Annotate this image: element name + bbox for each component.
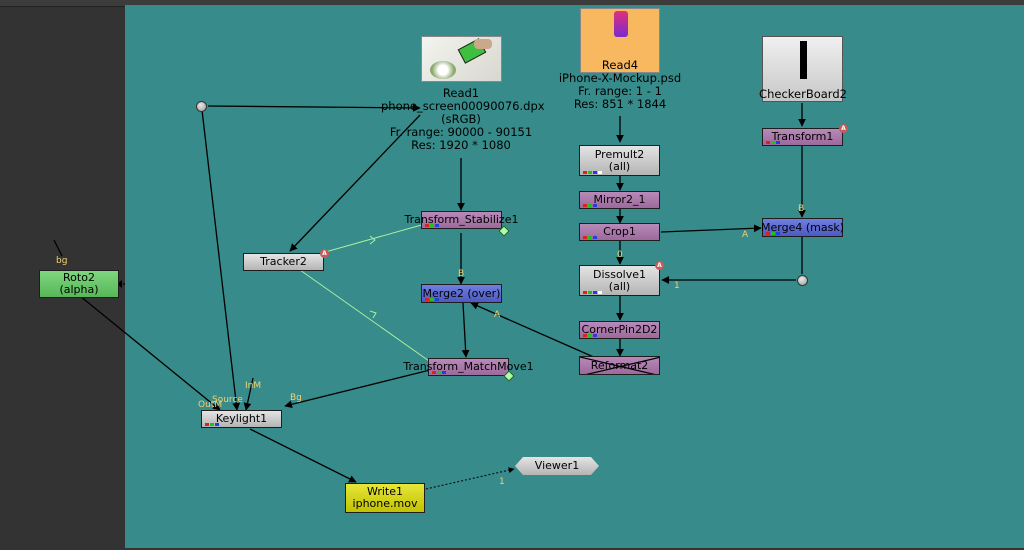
premult2-label: Premult2	[594, 147, 645, 161]
roto2-sub: (alpha)	[59, 283, 99, 296]
read1-pipe-dot[interactable]	[196, 101, 207, 112]
animated-badge-icon: A	[839, 124, 848, 133]
dissolve1-1-input-label: 1	[674, 281, 680, 291]
read1-colorspace: (sRGB)	[441, 112, 481, 126]
merge4-a-input-label: A	[742, 230, 749, 240]
cornerpin2d2-node[interactable]: CornerPin2D2	[579, 321, 660, 339]
write1-label: Write1	[366, 485, 404, 498]
channel-chips	[425, 224, 439, 227]
merge2-node[interactable]: Merge2 (over)	[421, 284, 502, 303]
channel-chips	[205, 423, 219, 426]
merge2-b-input-label: B	[458, 269, 465, 279]
transform-matchmove1-node[interactable]: Transform_MatchMove1	[403, 358, 534, 376]
channel-chips	[766, 232, 780, 235]
keylight1-node[interactable]: Keylight1	[201, 410, 282, 428]
channel-chips	[766, 141, 780, 144]
viewer1-1-input-label: 1	[499, 477, 505, 487]
reformat2-node[interactable]: Reformat2	[579, 356, 660, 375]
transform-matchmove1-label: Transform_MatchMove1	[403, 360, 534, 373]
transform-stabilize1-node[interactable]: Transform_Stabilize1	[405, 211, 518, 229]
channel-chips	[583, 291, 602, 294]
read1-name: Read1	[442, 86, 480, 100]
read1-res: Res: 1920 * 1080	[411, 138, 511, 152]
read4-res: Res: 851 * 1844	[573, 97, 667, 111]
read1-range: Fr. range: 90000 - 90151	[389, 125, 533, 139]
merge4-label: Merge4 (mask)	[761, 220, 844, 234]
merge2-a-input-label: A	[494, 310, 501, 320]
reformat2-label: Reformat2	[590, 358, 649, 372]
keylight-bg-input-label: Bg	[290, 393, 302, 403]
read4-file: iPhone-X-Mockup.psd	[558, 71, 682, 85]
checkerboard-thumbnail-icon	[800, 41, 807, 79]
transform-stabilize1-label: Transform_Stabilize1	[404, 213, 519, 226]
premult2-node[interactable]: Premult2 (all)	[579, 145, 660, 176]
animated-badge-icon: A	[320, 249, 329, 258]
keylight-inm-input-label: InM	[245, 381, 262, 391]
read4-node[interactable]	[580, 8, 660, 73]
roto2-bg-input-label: bg	[56, 256, 68, 266]
mirror2_1-node[interactable]: Mirror2_1	[579, 191, 660, 209]
cornerpin2d2-label: CornerPin2D2	[581, 323, 658, 336]
read4-info: Read4 iPhone-X-Mockup.psd Fr. range: 1 -…	[540, 59, 700, 111]
crop1-node[interactable]: Crop1	[579, 223, 660, 241]
read4-range: Fr. range: 1 - 1	[578, 84, 662, 98]
iphone-mockup-thumbnail-icon	[580, 8, 660, 73]
viewer1-node[interactable]: Viewer1	[515, 457, 599, 475]
channel-chips	[432, 371, 446, 374]
disabled-cross-icon	[580, 357, 659, 374]
phone-photo-thumbnail-icon	[421, 36, 502, 82]
viewer1-label: Viewer1	[534, 459, 580, 472]
mirror2_1-label: Mirror2_1	[593, 193, 646, 206]
tracker2-node[interactable]: Tracker2 A	[243, 249, 329, 271]
read1-info: Read1 phone_screen00090076.dpx (sRGB) Fr…	[381, 86, 545, 152]
merge4-node[interactable]: Merge4 (mask)	[761, 218, 844, 237]
merge4-b-input-label: B	[798, 204, 805, 214]
roto2-label: Roto2	[63, 271, 95, 284]
transform1-node[interactable]: Transform1 A	[762, 124, 848, 146]
keylight1-label: Keylight1	[215, 412, 268, 425]
dissolve1-0-input-label: 0	[617, 250, 623, 260]
channel-chips	[583, 334, 597, 337]
dissolve1-node[interactable]: Dissolve1 (all) A	[579, 261, 664, 296]
premult2-sub: (all)	[608, 159, 631, 173]
dissolve1-sub: (all)	[608, 279, 631, 293]
dissolve1-label: Dissolve1	[592, 267, 647, 281]
checkerboard2-node[interactable]: CheckerBoard2	[759, 36, 847, 102]
channel-chips	[583, 204, 597, 207]
checkerboard2-label: CheckerBoard2	[759, 87, 847, 101]
channel-chips	[425, 298, 439, 301]
crop1-label: Crop1	[603, 225, 636, 238]
tracker2-label: Tracker2	[260, 255, 307, 268]
read1-node[interactable]	[421, 36, 502, 82]
write1-node[interactable]: Write1 iphone.mov	[345, 483, 425, 513]
transform1-label: Transform1	[771, 130, 834, 143]
merge4-output-dot[interactable]	[797, 275, 808, 286]
channel-chips	[583, 171, 602, 174]
keylight-source-input-label: Source	[212, 395, 243, 405]
read4-name: Read4	[601, 58, 639, 72]
merge2-label: Merge2 (over)	[422, 286, 501, 300]
channel-chips	[583, 236, 597, 239]
read1-file: phone_screen00090076.dpx	[381, 99, 545, 113]
roto2-node[interactable]: Roto2 (alpha)	[39, 270, 119, 298]
write1-file: iphone.mov	[352, 497, 418, 510]
keylight-outm-input-label: OutM	[198, 400, 223, 410]
animated-badge-icon: A	[655, 261, 664, 270]
